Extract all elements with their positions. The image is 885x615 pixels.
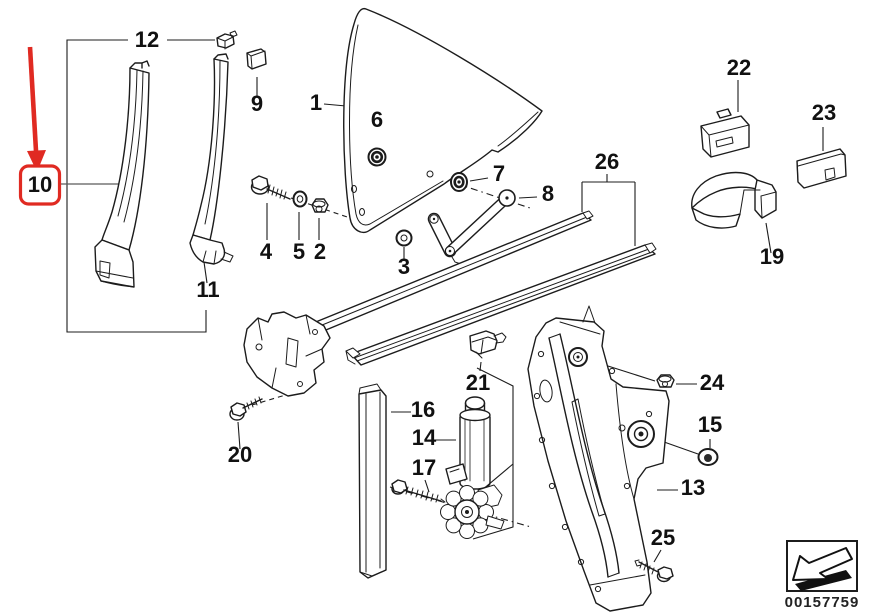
callout-8[interactable]: 8 xyxy=(542,181,554,206)
part-23-plate xyxy=(796,148,847,189)
highlight-box-10[interactable] xyxy=(18,164,62,206)
callout-17[interactable]: 17 xyxy=(412,455,436,480)
callout-26[interactable]: 26 xyxy=(595,149,619,174)
callout-5[interactable]: 5 xyxy=(293,239,305,264)
part-3-washer xyxy=(395,229,413,247)
part-15-nut xyxy=(697,448,719,466)
part-1-window-glass xyxy=(343,7,543,234)
callout-1[interactable]: 1 xyxy=(310,90,322,115)
part-21-clip xyxy=(469,330,507,359)
part-20-screw xyxy=(229,396,263,421)
part-12-clip xyxy=(216,30,238,50)
callout-20[interactable]: 20 xyxy=(228,442,252,467)
callout-13[interactable]: 13 xyxy=(681,475,705,500)
callout-10[interactable]: 10 xyxy=(28,172,52,197)
callout-15[interactable]: 15 xyxy=(698,412,722,437)
part-16-channel xyxy=(358,383,387,579)
highlight-arrow xyxy=(27,46,46,172)
callout-25[interactable]: 25 xyxy=(651,525,675,550)
callout-3[interactable]: 3 xyxy=(398,254,410,279)
part-24-nut xyxy=(656,374,675,388)
callout-12[interactable]: 12 xyxy=(135,27,159,52)
callout-19[interactable]: 19 xyxy=(760,244,784,269)
callout-22[interactable]: 22 xyxy=(727,55,751,80)
callout-4[interactable]: 4 xyxy=(260,239,273,264)
part-14-motor xyxy=(445,396,503,509)
part-6-grommet xyxy=(367,147,387,167)
callout-2[interactable]: 2 xyxy=(314,239,326,264)
doc-stamp-arrow-shadow xyxy=(795,570,852,591)
part-11-pillar-trim xyxy=(189,53,234,265)
part-13-regulator-frame xyxy=(527,305,670,612)
doc-stamp-arrow-icon xyxy=(792,547,853,581)
doc-number: 00157759 xyxy=(785,594,860,611)
part-4-bolt xyxy=(250,175,291,200)
callout-7[interactable]: 7 xyxy=(493,161,505,186)
callout-16[interactable]: 16 xyxy=(411,397,435,422)
rail-mount-bracket xyxy=(243,311,331,397)
part-10-pillar-trim xyxy=(94,60,150,288)
part-7-grommet xyxy=(450,172,468,192)
part-19-cover xyxy=(691,171,777,229)
callout-21[interactable]: 21 xyxy=(466,370,490,395)
callout-14[interactable]: 14 xyxy=(412,425,437,450)
callout-24[interactable]: 24 xyxy=(700,370,725,395)
part-17-bolt xyxy=(391,479,446,503)
part-22-bracket xyxy=(700,108,750,158)
doc-stamp: 00157759 xyxy=(785,540,860,611)
part-8-pin xyxy=(498,189,516,207)
motor-drive-gear xyxy=(440,485,505,539)
part-9-clip xyxy=(246,48,267,70)
callout-6[interactable]: 6 xyxy=(371,107,383,132)
callout-23[interactable]: 23 xyxy=(812,100,836,125)
callout-9[interactable]: 9 xyxy=(251,91,263,116)
part-25-bolt xyxy=(634,559,674,583)
part-26-sealing-rail-lower xyxy=(345,242,657,366)
part-2-nut xyxy=(311,198,329,213)
callout-11[interactable]: 11 xyxy=(196,277,219,302)
window-lift-arm xyxy=(427,192,513,265)
part-5-washer xyxy=(292,190,308,208)
